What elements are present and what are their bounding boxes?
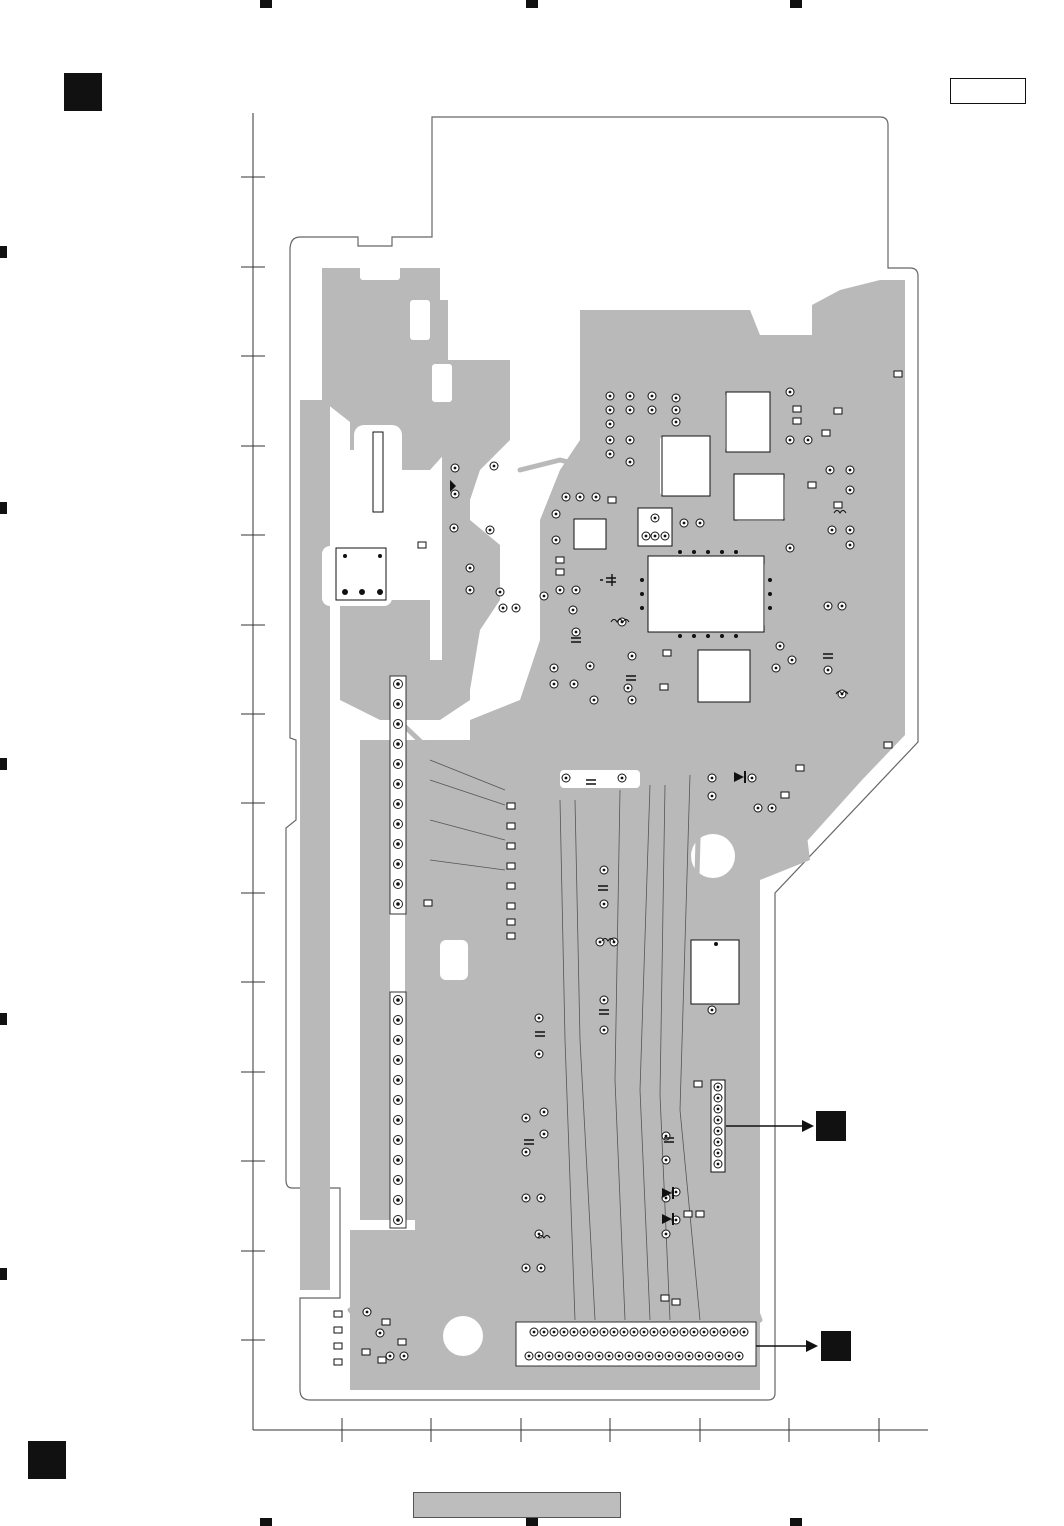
connector-bottom-header	[516, 1322, 756, 1366]
section-tag-connector-upper	[816, 1111, 846, 1141]
jumper-vertical	[373, 432, 383, 512]
connector-left-upper	[390, 676, 406, 914]
section-tag-connector-lower	[821, 1331, 851, 1361]
connector-right-small	[711, 1080, 725, 1172]
connector-left-lower	[390, 992, 406, 1228]
